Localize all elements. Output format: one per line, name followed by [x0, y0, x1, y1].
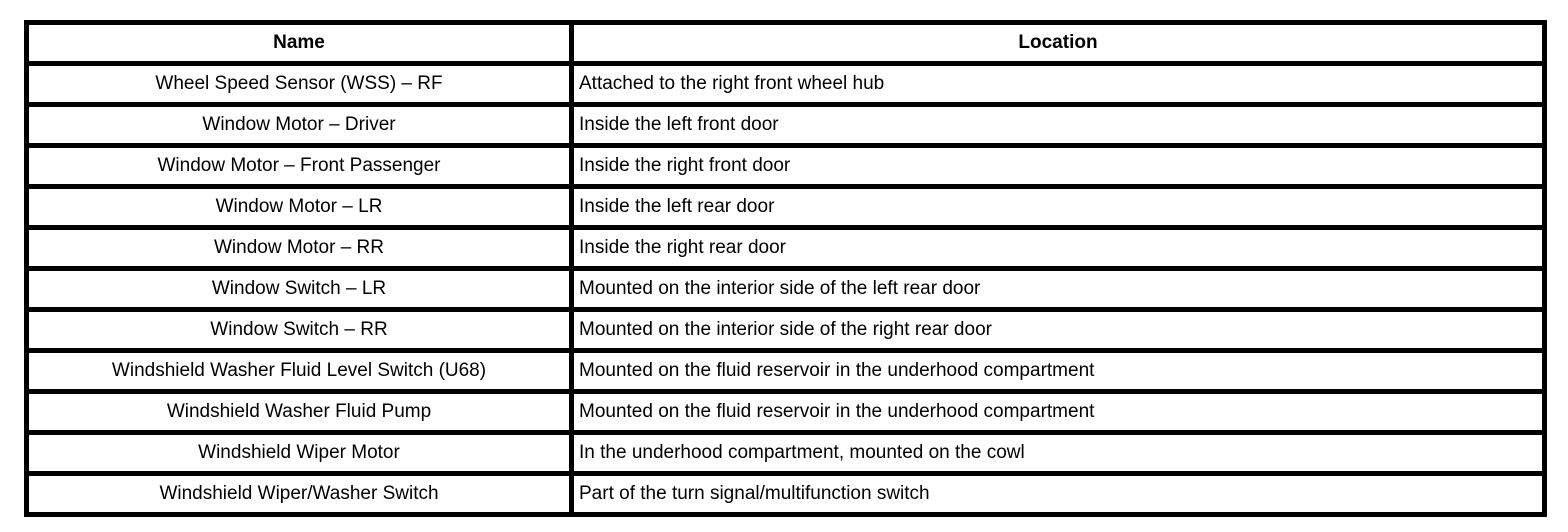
- component-location-table: Name Location Wheel Speed Sensor (WSS) –…: [24, 20, 1547, 517]
- header-row: Name Location: [24, 20, 1547, 66]
- table-row: Window Motor – LR Inside the left rear d…: [24, 184, 1547, 230]
- name-cell: Window Motor – Driver: [24, 102, 574, 148]
- location-cell: Inside the right front door: [569, 143, 1547, 189]
- location-cell: Inside the right rear door: [569, 225, 1547, 271]
- table-row: Windshield Washer Fluid Pump Mounted on …: [24, 389, 1547, 435]
- table-row: Window Motor – RR Inside the right rear …: [24, 225, 1547, 271]
- location-cell: Mounted on the interior side of the righ…: [569, 307, 1547, 353]
- name-cell: Wheel Speed Sensor (WSS) – RF: [24, 61, 574, 107]
- name-cell: Windshield Washer Fluid Level Switch (U6…: [24, 348, 574, 394]
- table-row: Window Motor – Driver Inside the left fr…: [24, 102, 1547, 148]
- location-cell: Inside the left front door: [569, 102, 1547, 148]
- name-cell: Window Motor – Front Passenger: [24, 143, 574, 189]
- location-cell: Mounted on the interior side of the left…: [569, 266, 1547, 312]
- name-cell: Window Switch – RR: [24, 307, 574, 353]
- table-body: Wheel Speed Sensor (WSS) – RF Attached t…: [24, 61, 1547, 517]
- location-cell: Part of the turn signal/multifunction sw…: [569, 471, 1547, 517]
- location-cell: Mounted on the fluid reservoir in the un…: [569, 389, 1547, 435]
- name-cell: Window Motor – LR: [24, 184, 574, 230]
- location-cell: In the underhood compartment, mounted on…: [569, 430, 1547, 476]
- table-row: Wheel Speed Sensor (WSS) – RF Attached t…: [24, 61, 1547, 107]
- column-header-location: Location: [569, 20, 1547, 66]
- name-cell: Window Switch – LR: [24, 266, 574, 312]
- table-row: Windshield Washer Fluid Level Switch (U6…: [24, 348, 1547, 394]
- name-cell: Windshield Wiper Motor: [24, 430, 574, 476]
- table-row: Window Switch – RR Mounted on the interi…: [24, 307, 1547, 353]
- table-row: Windshield Wiper/Washer Switch Part of t…: [24, 471, 1547, 517]
- location-cell: Attached to the right front wheel hub: [569, 61, 1547, 107]
- name-cell: Windshield Washer Fluid Pump: [24, 389, 574, 435]
- name-cell: Window Motor – RR: [24, 225, 574, 271]
- table-row: Window Motor – Front Passenger Inside th…: [24, 143, 1547, 189]
- table-header: Name Location: [24, 20, 1547, 66]
- location-cell: Inside the left rear door: [569, 184, 1547, 230]
- location-cell: Mounted on the fluid reservoir in the un…: [569, 348, 1547, 394]
- name-cell: Windshield Wiper/Washer Switch: [24, 471, 574, 517]
- table-row: Window Switch – LR Mounted on the interi…: [24, 266, 1547, 312]
- column-header-name: Name: [24, 20, 574, 66]
- table-row: Windshield Wiper Motor In the underhood …: [24, 430, 1547, 476]
